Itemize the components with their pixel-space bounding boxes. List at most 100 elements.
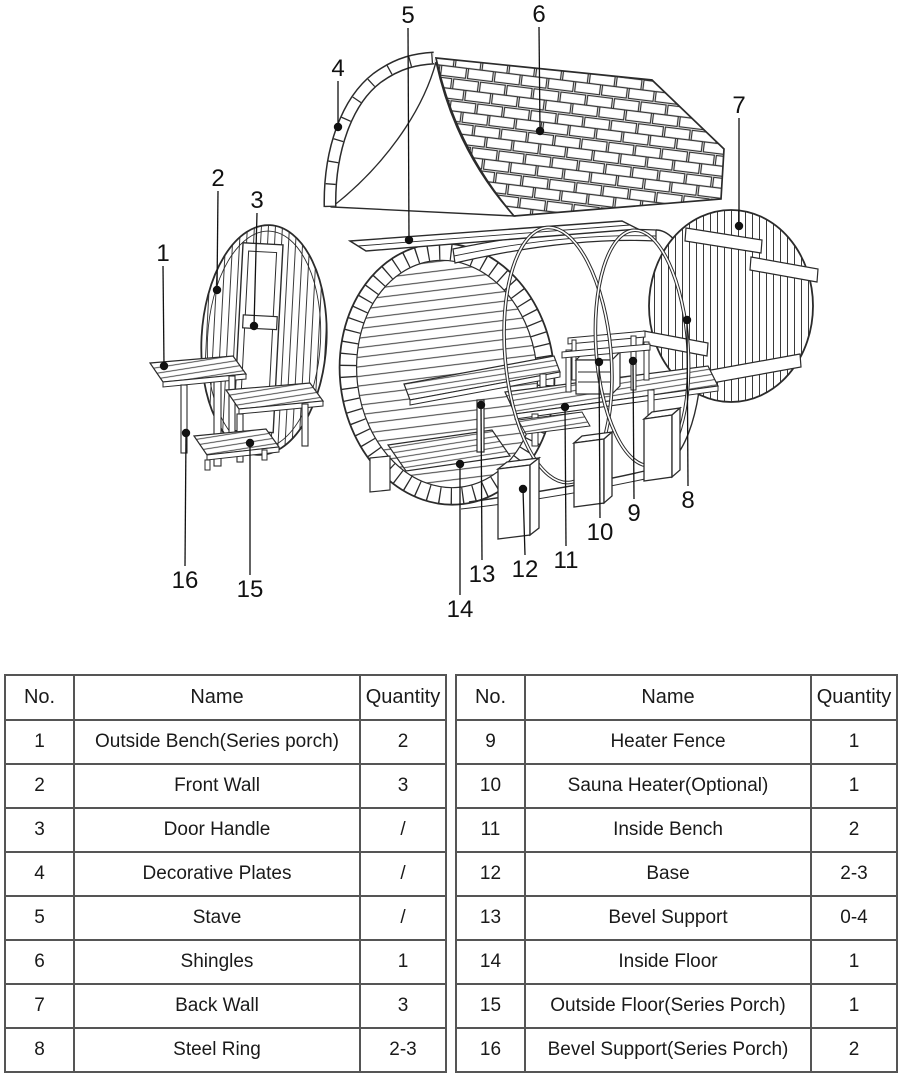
cell-no: 15 <box>455 983 526 1029</box>
cell-quantity: 1 <box>810 983 898 1029</box>
table-row: 5 Stave / <box>4 895 447 941</box>
outside-floor-illustration <box>192 428 281 471</box>
parts-tables: No. Name Quantity 1 Outside Bench(Series… <box>4 674 898 1073</box>
cell-no: 13 <box>455 895 526 941</box>
table-row: 2 Front Wall 3 <box>4 763 447 809</box>
cell-name: Inside Bench <box>524 807 812 853</box>
cell-no: 3 <box>4 807 75 853</box>
parts-table-1: No. Name Quantity 1 Outside Bench(Series… <box>4 674 447 1073</box>
callout-6: 6 <box>532 1 546 136</box>
callout-10-label: 10 <box>587 519 614 546</box>
callout-15-label: 15 <box>237 576 264 603</box>
cell-quantity: 2-3 <box>359 1027 447 1073</box>
table-row: 11 Inside Bench 2 <box>455 807 898 853</box>
cell-quantity: 3 <box>359 763 447 809</box>
cell-quantity: 2 <box>359 719 447 765</box>
callout-3-label: 3 <box>250 187 263 214</box>
cell-no: 6 <box>4 939 75 985</box>
cell-no: 7 <box>4 983 75 1029</box>
callout-12: 12 <box>512 484 539 583</box>
callout-8: 8 <box>681 315 695 514</box>
callout-15: 15 <box>237 438 264 603</box>
table-row: 12 Base 2-3 <box>455 851 898 897</box>
cell-name: Bevel Support(Series Porch) <box>524 1027 812 1073</box>
table-row: 3 Door Handle / <box>4 807 447 853</box>
cell-no: 1 <box>4 719 75 765</box>
callout-1: 1 <box>156 240 170 371</box>
cell-name: Bevel Support <box>524 895 812 941</box>
cell-name: Outside Floor(Series Porch) <box>524 983 812 1029</box>
callout-4: 4 <box>331 55 345 132</box>
cell-quantity: / <box>359 895 447 941</box>
cell-quantity: 3 <box>359 983 447 1029</box>
cell-name: Back Wall <box>73 983 361 1029</box>
cell-quantity: 2-3 <box>810 851 898 897</box>
table-row: 13 Bevel Support 0-4 <box>455 895 898 941</box>
column-header-name: Name <box>524 674 812 721</box>
callout-11: 11 <box>554 402 579 574</box>
heater-fence-front-rail <box>561 343 651 359</box>
cell-no: 11 <box>455 807 526 853</box>
callout-11-label: 11 <box>554 547 579 574</box>
table-row: 4 Decorative Plates / <box>4 851 447 897</box>
cell-no: 2 <box>4 763 75 809</box>
callout-9-label: 9 <box>627 500 640 527</box>
callout-5-label: 5 <box>401 2 414 29</box>
cell-name: Base <box>524 851 812 897</box>
callout-5: 5 <box>401 2 415 245</box>
callout-10: 10 <box>587 357 614 546</box>
callout-12-label: 12 <box>512 556 539 583</box>
shingles-illustration <box>434 57 725 217</box>
table-row: 7 Back Wall 3 <box>4 983 447 1029</box>
cell-name: Front Wall <box>73 763 361 809</box>
column-header-quantity: Quantity <box>359 674 447 721</box>
table-row: 1 Outside Bench(Series porch) 2 <box>4 719 447 765</box>
cell-no: 10 <box>455 763 526 809</box>
table-row: 6 Shingles 1 <box>4 939 447 985</box>
outside-bench-illustration <box>148 355 325 467</box>
callout-8-label: 8 <box>681 487 694 514</box>
cell-name: Inside Floor <box>524 939 812 985</box>
callout-13: 13 <box>469 400 496 588</box>
table-row: 16 Bevel Support(Series Porch) 2 <box>455 1027 898 1073</box>
cell-quantity: / <box>359 851 447 897</box>
parts-table-2: No. Name Quantity 9 Heater Fence 1 10 Sa… <box>455 674 898 1073</box>
decorative-plates-illustration <box>323 51 435 208</box>
callout-1-label: 1 <box>156 240 169 267</box>
cell-name: Door Handle <box>73 807 361 853</box>
bevel-support-porch-illustration <box>180 384 188 454</box>
cell-quantity: 2 <box>810 807 898 853</box>
callout-14: 14 <box>447 459 473 623</box>
callout-6-label: 6 <box>532 1 545 28</box>
callout-7: 7 <box>732 92 746 231</box>
callout-13-label: 13 <box>469 561 496 588</box>
cell-name: Sauna Heater(Optional) <box>524 763 812 809</box>
cell-quantity: 1 <box>810 939 898 985</box>
callout-16: 16 <box>172 428 199 594</box>
cell-quantity: 0-4 <box>810 895 898 941</box>
cell-quantity: 1 <box>810 719 898 765</box>
column-header-quantity: Quantity <box>810 674 898 721</box>
cell-name: Decorative Plates <box>73 851 361 897</box>
cell-no: 4 <box>4 851 75 897</box>
callout-4-label: 4 <box>331 55 344 82</box>
table-row: 8 Steel Ring 2-3 <box>4 1027 447 1073</box>
callout-16-label: 16 <box>172 567 199 594</box>
table-row: 15 Outside Floor(Series Porch) 1 <box>455 983 898 1029</box>
cell-quantity: 2 <box>810 1027 898 1073</box>
table-row: 14 Inside Floor 1 <box>455 939 898 985</box>
roof-illustration <box>323 51 725 217</box>
callout-leader-lines: 1 2 3 4 5 6 7 <box>156 1 745 623</box>
cell-quantity: 1 <box>810 763 898 809</box>
table-row: 9 Heater Fence 1 <box>455 719 898 765</box>
cell-no: 16 <box>455 1027 526 1073</box>
cell-quantity: 1 <box>359 939 447 985</box>
callout-9: 9 <box>627 356 641 527</box>
cell-name: Heater Fence <box>524 719 812 765</box>
door-handle-illustration <box>241 314 278 331</box>
callout-2: 2 <box>211 165 225 295</box>
cell-name: Outside Bench(Series porch) <box>73 719 361 765</box>
cell-no: 8 <box>4 1027 75 1073</box>
cell-no: 12 <box>455 851 526 897</box>
cell-no: 5 <box>4 895 75 941</box>
